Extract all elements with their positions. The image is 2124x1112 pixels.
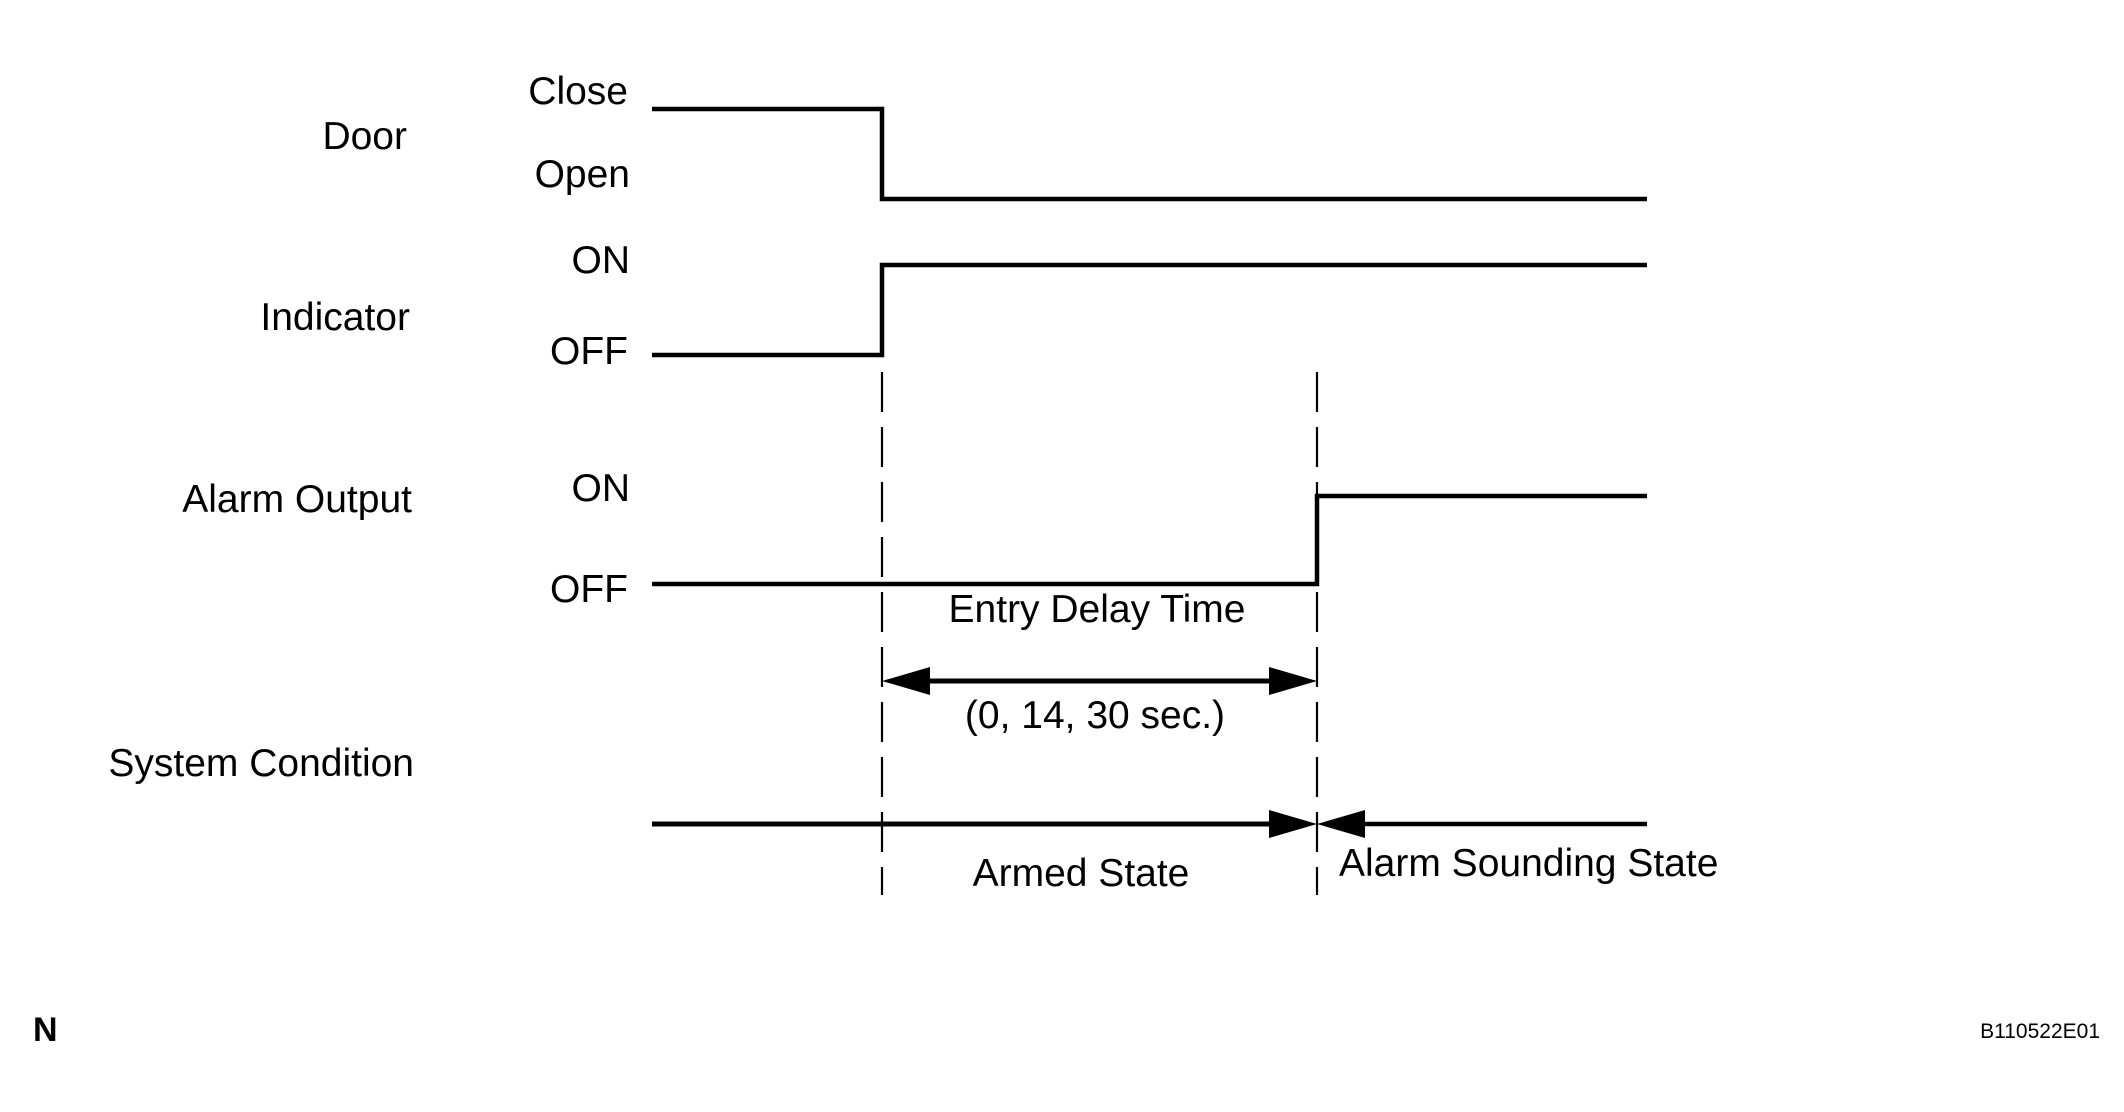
indicator-row-label: Indicator bbox=[260, 296, 410, 339]
door-open-level-label: Open bbox=[535, 153, 630, 196]
door-waveform bbox=[652, 106, 1647, 202]
indicator-waveform bbox=[652, 262, 1647, 358]
alarm-output-row-label: Alarm Output bbox=[182, 478, 412, 521]
alarm-sounding-state-label: Alarm Sounding State bbox=[1339, 842, 1718, 885]
entry-delay-time-label: Entry Delay Time bbox=[949, 588, 1246, 631]
figure-code: B110522E01 bbox=[1980, 1020, 2100, 1043]
alarm-output-on-level-label: ON bbox=[572, 467, 631, 510]
alarm-sounding-arrow-head bbox=[1317, 810, 1365, 838]
indicator-on-level-label: ON bbox=[572, 239, 631, 282]
figure-letter: N bbox=[33, 1011, 58, 1049]
alarm-output-waveform bbox=[652, 493, 1647, 587]
armed-state-label: Armed State bbox=[973, 852, 1190, 895]
entry-delay-arrow-left-head bbox=[882, 667, 930, 695]
alarm-output-off-level-label: OFF bbox=[550, 568, 628, 611]
entry-delay-values-label: (0, 14, 30 sec.) bbox=[965, 694, 1225, 737]
door-close-level-label: Close bbox=[528, 70, 628, 113]
system-condition-row-label: System Condition bbox=[108, 742, 414, 785]
door-row-label: Door bbox=[322, 115, 407, 158]
armed-state-arrow-head bbox=[1269, 810, 1317, 838]
entry-delay-arrow-right-head bbox=[1269, 667, 1317, 695]
indicator-off-level-label: OFF bbox=[550, 330, 628, 373]
